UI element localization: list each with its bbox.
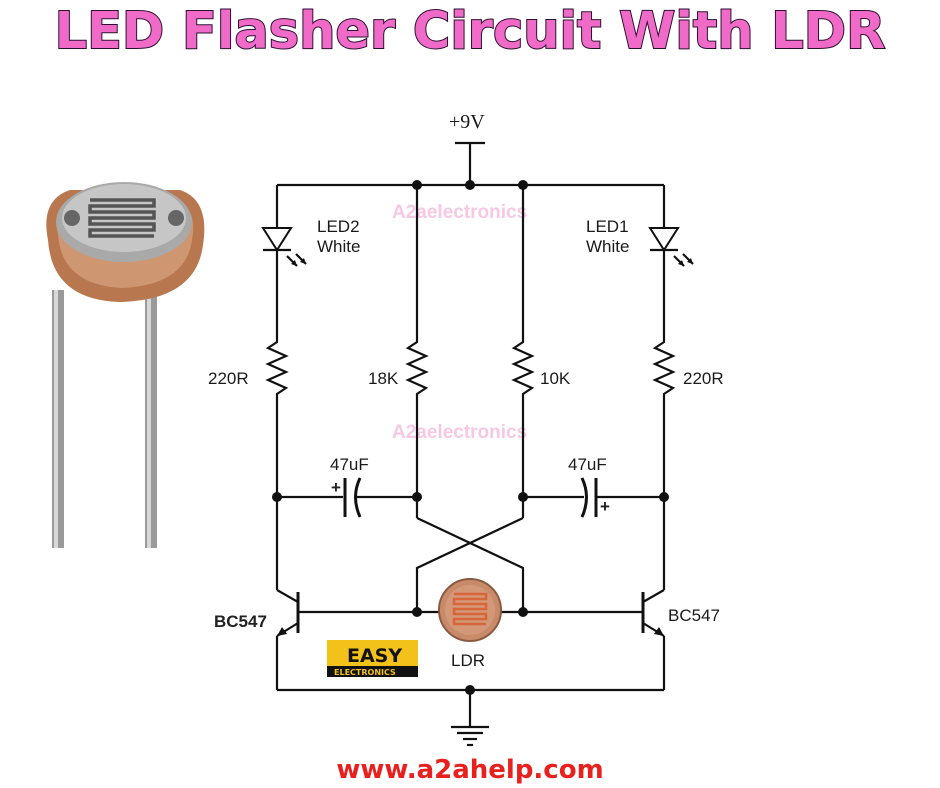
ldr-component-illustration (46, 182, 205, 548)
transistor-right (641, 589, 665, 637)
resistor-220r-right (652, 335, 676, 402)
resistor-18k (405, 335, 429, 402)
capacitor-right-curved-plate (580, 477, 588, 518)
watermark-top: A2aelectronics (392, 202, 527, 223)
transistor-right-label: BC547 (668, 606, 720, 625)
transistor-left (276, 589, 300, 637)
cross-wire-right (415, 517, 524, 612)
resistor-18k-label: 18K (368, 369, 399, 388)
junction-dot (412, 492, 422, 502)
logo-bottom-text: ELECTRONICS (334, 668, 396, 677)
ldr-label: LDR (451, 651, 485, 670)
led2-symbol (261, 227, 307, 267)
ground-icon (451, 725, 489, 747)
capacitor-right-plus: + (600, 497, 610, 516)
watermark-middle: A2aelectronics (392, 422, 527, 443)
ldr-track (88, 198, 156, 238)
led1-symbol (648, 227, 694, 267)
page-title: LED Flasher Circuit With LDR (54, 1, 887, 62)
logo-top-text: EASY (347, 645, 402, 667)
resistor-220r-left-label: 220R (208, 369, 249, 388)
supply-label: +9V (449, 111, 485, 133)
junction-dot (465, 180, 475, 190)
capacitor-right-label: 47uF (568, 455, 607, 474)
resistor-10k (511, 335, 535, 402)
website-url: www.a2ahelp.com (336, 755, 604, 785)
easy-electronics-logo: EASY ELECTRONICS (327, 640, 418, 677)
capacitor-left-curved-plate (354, 477, 362, 518)
capacitor-left-label: 47uF (330, 455, 369, 474)
cross-wire-left (416, 517, 525, 612)
resistor-10k-label: 10K (540, 369, 571, 388)
junction-dot (518, 492, 528, 502)
resistor-220r-left (265, 335, 289, 402)
capacitor-left-plus: + (331, 478, 341, 497)
resistor-220r-right-label: 220R (683, 369, 724, 388)
led1-label: LED1 (586, 217, 629, 236)
led1-color-label: White (586, 237, 629, 256)
transistor-left-label: BC547 (214, 612, 267, 631)
ldr-symbol (438, 578, 502, 642)
led2-label: LED2 (317, 217, 360, 236)
led2-color-label: White (317, 237, 360, 256)
